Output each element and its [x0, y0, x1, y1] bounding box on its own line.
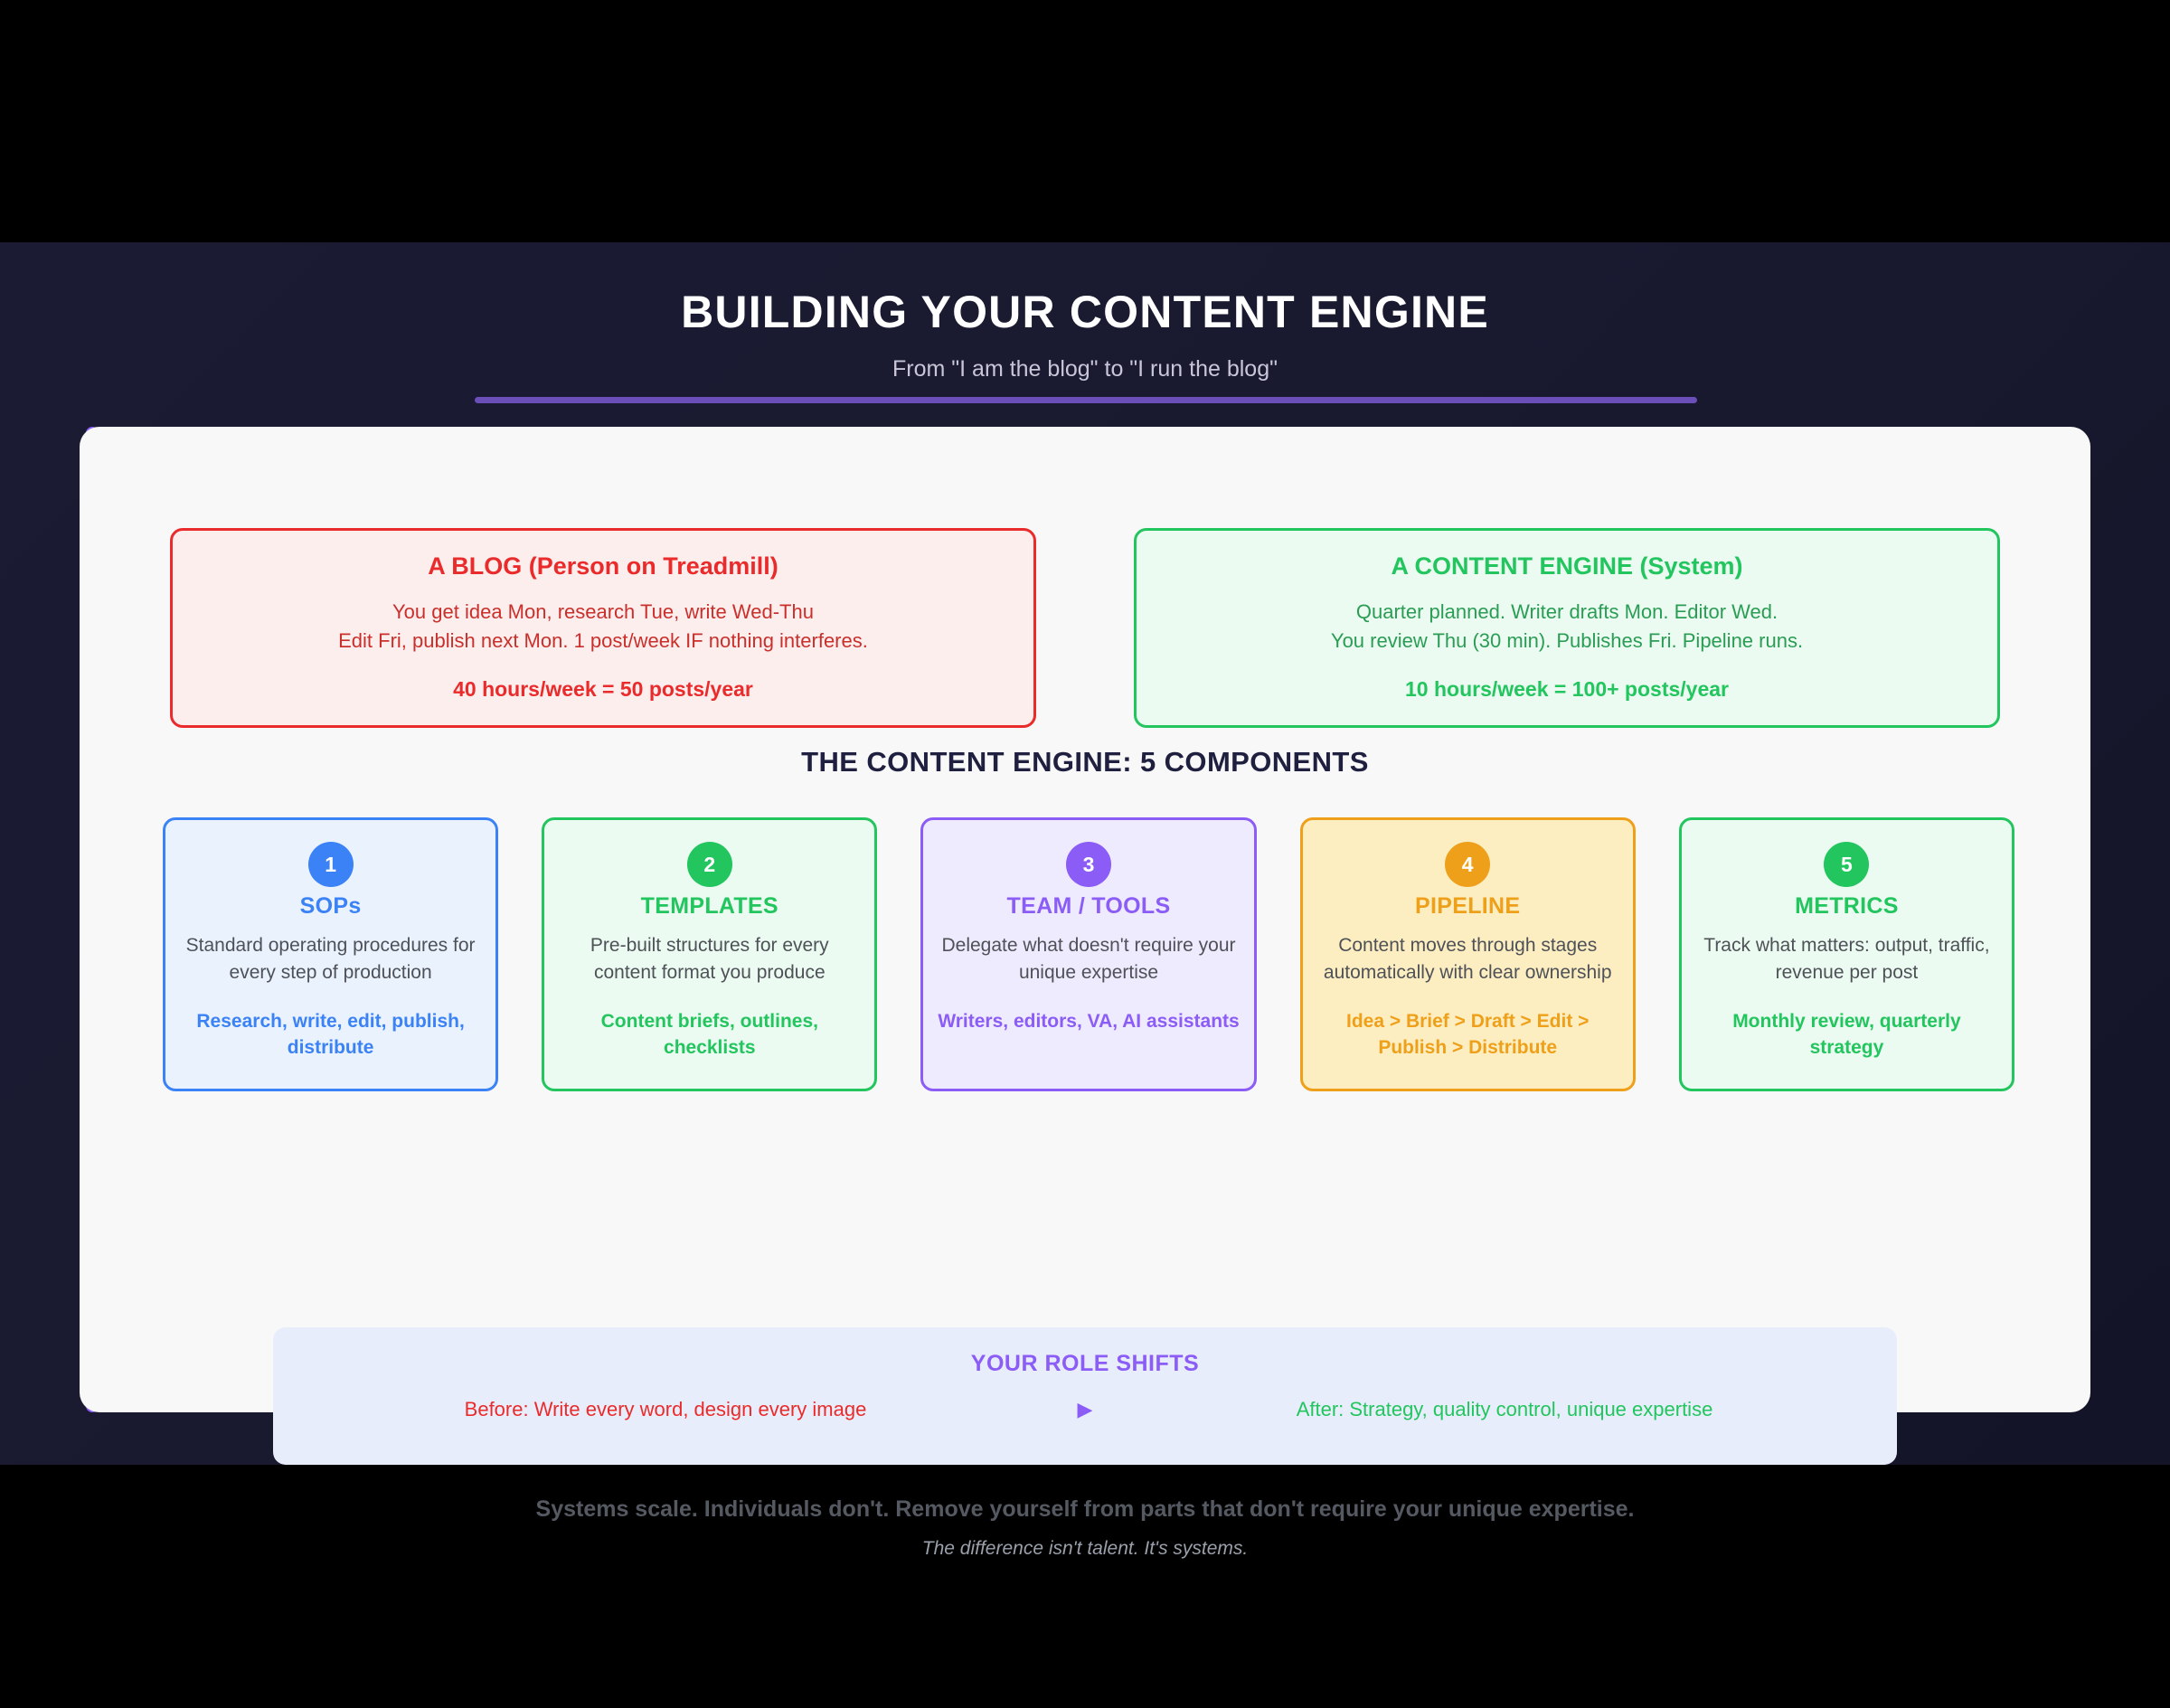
comparison-card-title: A CONTENT ENGINE (System) — [1391, 552, 1743, 580]
component-tag: Writers, editors, VA, AI assistants — [938, 1010, 1240, 1032]
comparison-card-line-1: You get idea Mon, research Tue, write We… — [392, 600, 814, 623]
comparison-card-line-2: Edit Fri, publish next Mon. 1 post/week … — [338, 628, 868, 652]
component-description: Content moves through stages automatical… — [1323, 935, 1612, 983]
content-panel: A BLOG (Person on Treadmill) You get ide… — [80, 427, 2090, 1559]
component-card-metrics: 5 METRICS Track what matters: output, tr… — [1678, 817, 2015, 1091]
component-number-badge: 3 — [1066, 842, 1111, 887]
component-description: Pre-built structures for every content f… — [590, 935, 829, 983]
comparison-card-line-2: You review Thu (30 min). Publishes Fri. … — [1330, 628, 1804, 652]
component-tag: Content briefs, outlines, checklists — [600, 1010, 818, 1058]
component-title: SOPs — [299, 893, 362, 919]
component-card-pipeline: 4 PIPELINE Content moves through stages … — [1299, 817, 1636, 1091]
role-shift-columns: Before: Write every word, design every i… — [273, 1398, 1897, 1421]
comparison-card-title: A BLOG (Person on Treadmill) — [428, 552, 778, 580]
component-title: TEMPLATES — [640, 893, 778, 919]
page-subtitle: From "I am the blog" to "I run the blog" — [892, 356, 1278, 382]
role-shift-before: Before: Write every word, design every i… — [464, 1398, 867, 1420]
page-title: BUILDING YOUR CONTENT ENGINE — [681, 287, 1489, 337]
comparison-card-stat: 10 hours/week = 100+ posts/year — [1405, 676, 1729, 701]
slide-canvas: BUILDING YOUR CONTENT ENGINE From "I am … — [0, 242, 2170, 1559]
comparison-card-stat: 40 hours/week = 50 posts/year — [453, 676, 753, 701]
comparison-card-blog: A BLOG (Person on Treadmill) You get ide… — [170, 528, 1036, 728]
comparison-card-line-1: Quarter planned. Writer drafts Mon. Edit… — [1355, 600, 1778, 623]
component-tag: Research, write, edit, publish, distribu… — [196, 1010, 465, 1058]
component-description: Delegate what doesn't require your uniqu… — [941, 935, 1236, 983]
component-card-templates: 2 TEMPLATES Pre-built structures for eve… — [542, 817, 878, 1091]
component-number-badge: 5 — [1824, 842, 1870, 887]
component-title: METRICS — [1795, 893, 1899, 919]
role-shift-after: After: Strategy, quality control, unique… — [1296, 1398, 1713, 1420]
component-number-badge: 1 — [307, 842, 354, 887]
component-number-badge: 2 — [686, 842, 732, 887]
role-shift-title: YOUR ROLE SHIFTS — [970, 1351, 1200, 1376]
component-title: TEAM / TOOLS — [1006, 893, 1171, 919]
component-tag: Monthly review, quarterly strategy — [1732, 1010, 1961, 1058]
arrow-right-icon: ▶ — [1077, 1398, 1093, 1420]
comparison-row: A BLOG (Person on Treadmill) You get ide… — [170, 528, 2000, 728]
slide-header: BUILDING YOUR CONTENT ENGINE From "I am … — [0, 242, 2170, 382]
components-row: 1 SOPs Standard operating procedures for… — [163, 817, 2015, 1091]
component-title: PIPELINE — [1415, 893, 1521, 919]
components-heading: THE CONTENT ENGINE: 5 COMPONENTS — [801, 746, 1369, 778]
footer-sub-text: The difference isn't talent. It's system… — [921, 1538, 1249, 1559]
footer-main-text: Systems scale. Individuals don't. Remove… — [535, 1496, 1635, 1522]
component-tag: Idea > Brief > Draft > Edit > Publish > … — [1345, 1010, 1590, 1058]
component-description: Standard operating procedures for every … — [185, 935, 476, 983]
component-card-sops: 1 SOPs Standard operating procedures for… — [163, 817, 499, 1091]
comparison-card-engine: A CONTENT ENGINE (System) Quarter planne… — [1134, 528, 2000, 728]
role-shift-band: YOUR ROLE SHIFTS Before: Write every wor… — [273, 1327, 1897, 1465]
component-number-badge: 4 — [1445, 842, 1491, 887]
component-description: Track what matters: output, traffic, rev… — [1703, 935, 1990, 983]
component-card-team-tools: 3 TEAM / TOOLS Delegate what doesn't req… — [920, 817, 1257, 1091]
header-divider — [475, 397, 1697, 403]
